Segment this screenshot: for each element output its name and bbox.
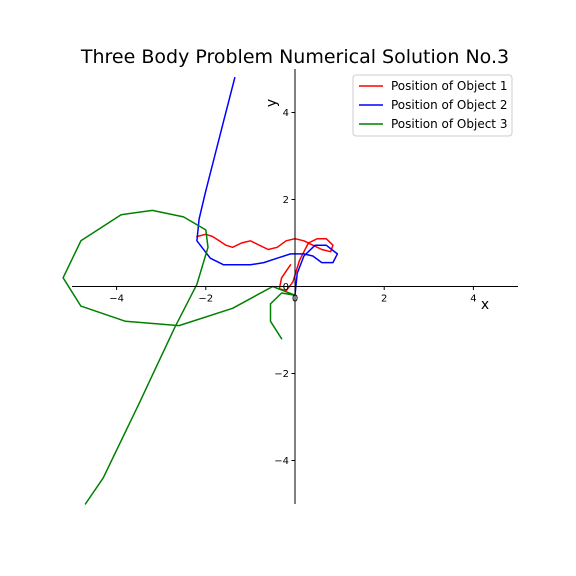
y-tick-label: −4: [274, 456, 289, 467]
x-tick-label: −4: [109, 294, 124, 305]
legend: Position of Object 1 Position of Object 2…: [352, 74, 513, 137]
series-line-object-2: [196, 76, 339, 296]
x-tick-label: 4: [470, 294, 476, 305]
y-tick-label: 4: [283, 108, 289, 119]
series-line-object-3: [62, 209, 296, 505]
x-tick-label: −2: [198, 294, 213, 305]
legend-label-object-2: Position of Object 2: [391, 98, 507, 112]
y-tick-label: −2: [274, 369, 289, 380]
x-tick-label: 2: [381, 294, 387, 305]
y-axis-title: y: [264, 99, 280, 107]
y-tick-label: 2: [283, 195, 289, 206]
y-tick-label: 0: [283, 282, 289, 293]
axes-layer: −4 −2 0 2 4 −4 −2 0 2 4: [72, 69, 518, 504]
legend-frame: [352, 74, 513, 137]
legend-label-object-1: Position of Object 1: [391, 79, 507, 93]
legend-label-object-3: Position of Object 3: [391, 117, 507, 131]
chart-title: Three Body Problem Numerical Solution No…: [80, 46, 509, 68]
x-axis-title: x: [481, 297, 489, 313]
x-tick-label: 0: [292, 294, 298, 305]
